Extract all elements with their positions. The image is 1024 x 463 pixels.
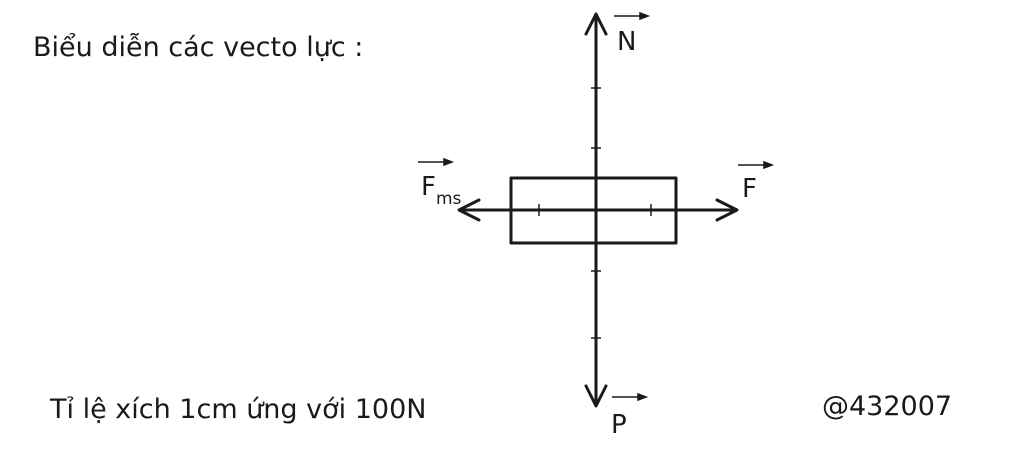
- diagram-title: Biểu diễn các vecto lực :: [33, 32, 364, 63]
- friction-force-subscript: ms: [436, 189, 462, 209]
- friction-force-label: Fms: [421, 172, 462, 209]
- block: [509, 176, 678, 245]
- applied-force-label: F: [742, 174, 757, 204]
- weight-arrowhead: [584, 384, 608, 408]
- weight-force-label: P: [611, 410, 627, 440]
- friction-force-main: F: [421, 172, 436, 202]
- normal-force-label: N: [617, 27, 636, 57]
- normal-arrowhead: [584, 12, 608, 36]
- axis-ticks: [538, 87, 652, 339]
- credit-text: @432007: [822, 391, 953, 422]
- friction-arrowhead: [457, 198, 481, 222]
- scale-note: Tỉ lệ xích 1cm ứng với 100N: [50, 394, 427, 425]
- applied-arrowhead: [715, 198, 739, 222]
